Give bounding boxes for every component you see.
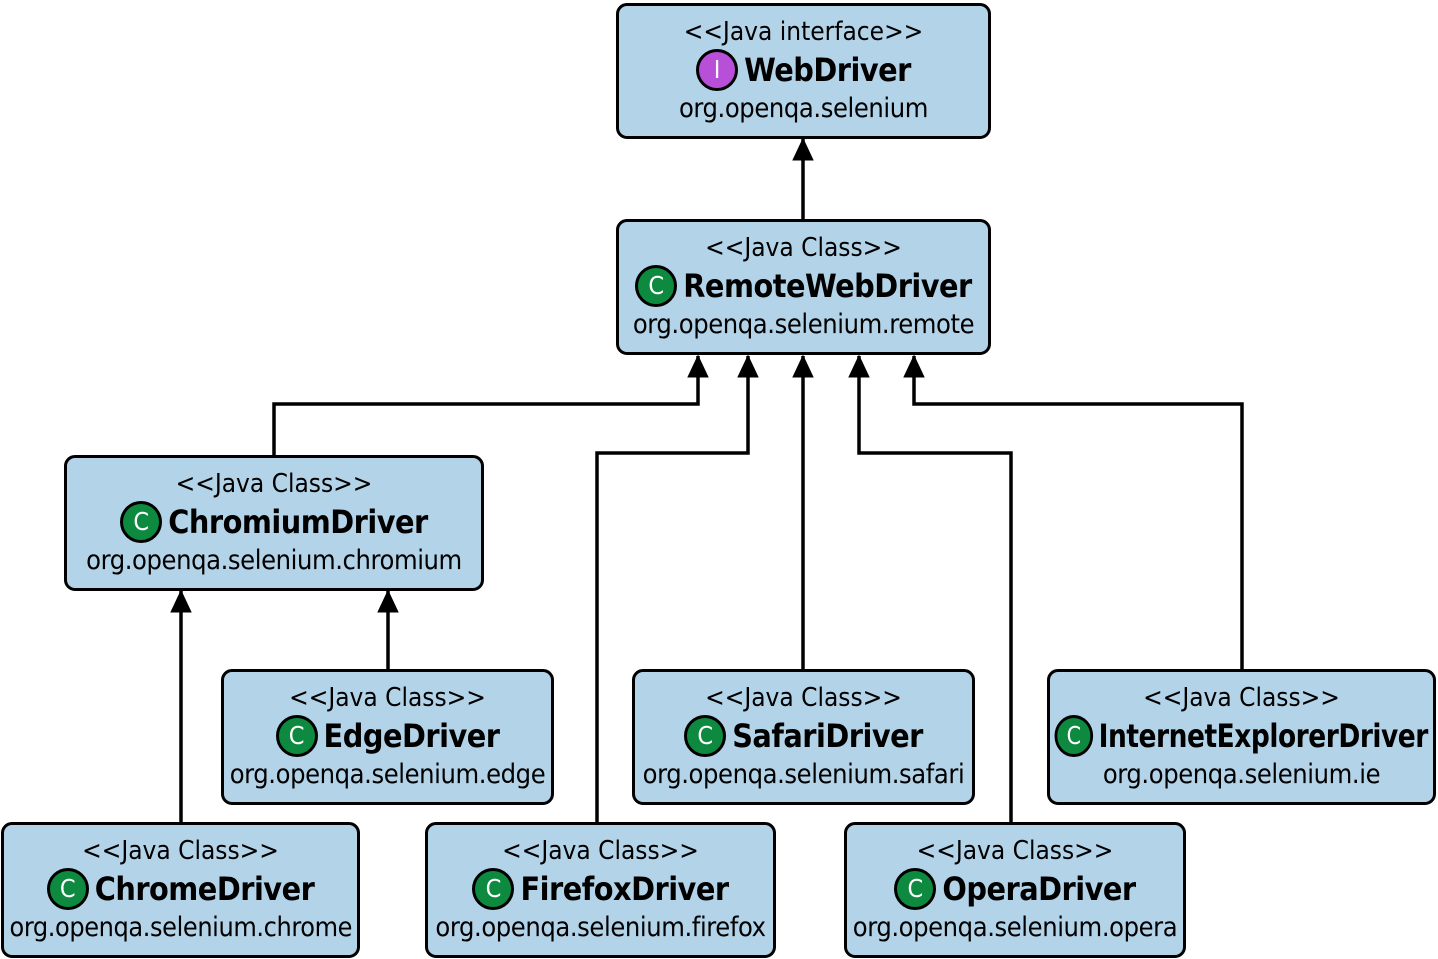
- class-icon: C: [1054, 714, 1094, 757]
- class-icon: C: [472, 867, 515, 910]
- package-name: org.openqa.selenium.edge: [229, 758, 546, 790]
- package-name: org.openqa.selenium.remote: [632, 308, 975, 340]
- stereotype-label: <<Java Class>>: [705, 232, 902, 263]
- class-icon: C: [635, 264, 678, 307]
- class-name: FirefoxDriver: [520, 869, 729, 908]
- class-title: C RemoteWebDriver: [635, 264, 972, 307]
- node-internetexplorerdriver[interactable]: <<Java Class>> C InternetExplorerDriver …: [1047, 669, 1436, 805]
- class-title: C InternetExplorerDriver: [1054, 714, 1429, 757]
- stereotype-label: <<Java Class>>: [916, 835, 1114, 866]
- stereotype-label: <<Java Class>>: [502, 835, 699, 866]
- stereotype-label: <<Java interface>>: [683, 16, 924, 47]
- package-name: org.openqa.selenium.ie: [1102, 758, 1381, 790]
- class-name: WebDriver: [744, 50, 911, 89]
- class-name: ChromiumDriver: [168, 502, 428, 541]
- node-firefoxdriver[interactable]: <<Java Class>> C FirefoxDriver org.openq…: [425, 822, 776, 958]
- class-name: SafariDriver: [732, 716, 923, 755]
- class-name: RemoteWebDriver: [683, 266, 972, 305]
- stereotype-label: <<Java Class>>: [175, 468, 373, 499]
- edge-operadriver-to-remotewebdriver: [848, 354, 1013, 822]
- class-title: I WebDriver: [696, 48, 911, 91]
- interface-icon: I: [696, 48, 739, 91]
- class-name: ChromeDriver: [94, 869, 315, 908]
- node-chromiumdriver[interactable]: <<Java Class>> C ChromiumDriver org.open…: [64, 455, 484, 591]
- node-remotewebdriver[interactable]: <<Java Class>> C RemoteWebDriver org.ope…: [616, 219, 991, 355]
- package-name: org.openqa.selenium.opera: [852, 911, 1178, 943]
- package-name: org.openqa.selenium.safari: [642, 758, 965, 790]
- class-name: InternetExplorerDriver: [1098, 716, 1429, 755]
- stereotype-label: <<Java Class>>: [705, 682, 902, 713]
- class-title: C EdgeDriver: [275, 714, 500, 757]
- edge-firefoxdriver-to-remotewebdriver: [595, 354, 759, 822]
- package-name: org.openqa.selenium.chrome: [9, 911, 352, 943]
- class-title: C ChromeDriver: [46, 867, 315, 910]
- stereotype-label: <<Java Class>>: [82, 835, 279, 866]
- class-name: EdgeDriver: [323, 716, 500, 755]
- class-icon: C: [894, 867, 937, 910]
- edge-internetexplorerdriver-to-remotewebdriver: [903, 354, 1244, 669]
- node-operadriver[interactable]: <<Java Class>> C OperaDriver org.openqa.…: [844, 822, 1186, 958]
- node-chromedriver[interactable]: <<Java Class>> C ChromeDriver org.openqa…: [1, 822, 360, 958]
- package-name: org.openqa.selenium: [678, 92, 929, 124]
- class-icon: C: [46, 867, 89, 910]
- node-edgedriver[interactable]: <<Java Class>> C EdgeDriver org.openqa.s…: [221, 669, 554, 805]
- stereotype-label: <<Java Class>>: [289, 682, 486, 713]
- stereotype-label: <<Java Class>>: [1143, 682, 1340, 713]
- class-title: C FirefoxDriver: [472, 867, 729, 910]
- package-name: org.openqa.selenium.chromium: [86, 544, 462, 576]
- class-name: OperaDriver: [942, 869, 1136, 908]
- class-title: C ChromiumDriver: [120, 500, 428, 543]
- node-webdriver[interactable]: <<Java interface>> I WebDriver org.openq…: [616, 3, 991, 139]
- package-name: org.openqa.selenium.firefox: [435, 911, 766, 943]
- class-title: C OperaDriver: [894, 867, 1136, 910]
- edge-chromiumdriver-to-remotewebdriver: [272, 354, 709, 455]
- class-icon: C: [684, 714, 727, 757]
- class-icon: C: [275, 714, 318, 757]
- class-title: C SafariDriver: [684, 714, 923, 757]
- class-icon: C: [120, 500, 163, 543]
- node-safaridriver[interactable]: <<Java Class>> C SafariDriver org.openqa…: [632, 669, 975, 805]
